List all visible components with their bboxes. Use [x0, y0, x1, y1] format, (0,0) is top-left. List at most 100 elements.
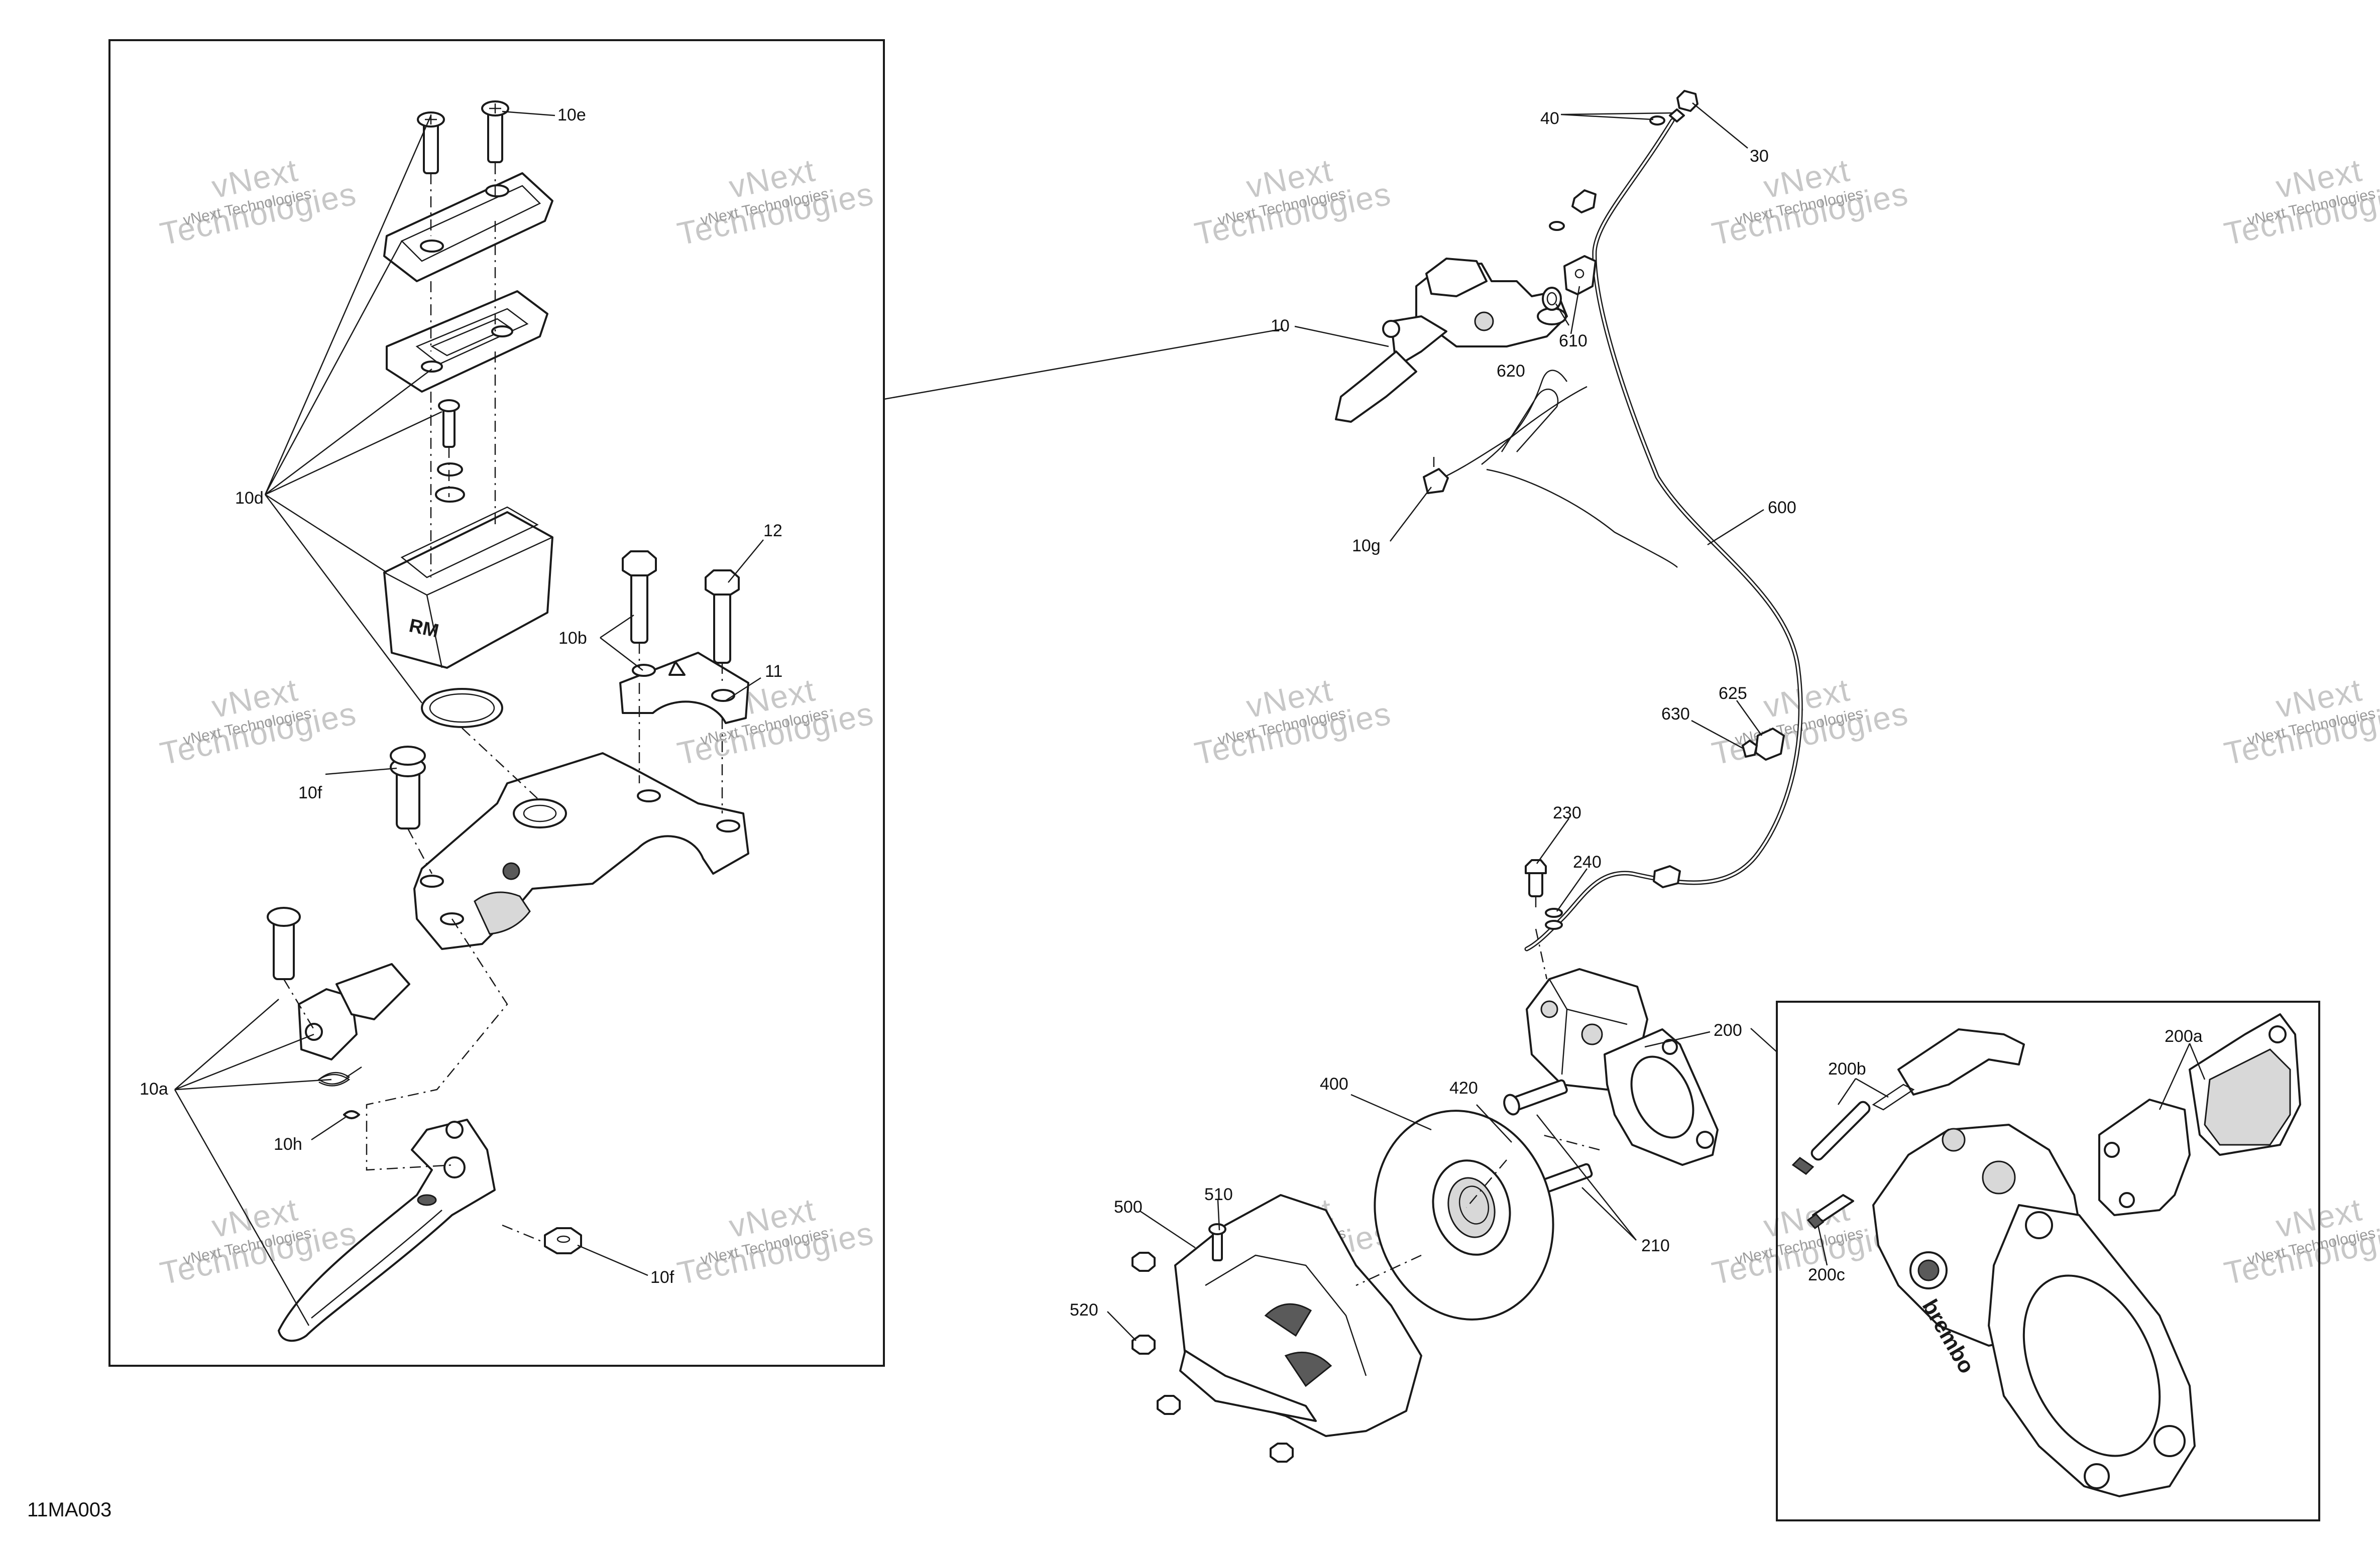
callout-11: 11 — [765, 662, 782, 681]
callout-12: 12 — [763, 521, 782, 540]
watermark: vNext Technologies vNext Technologies — [157, 152, 360, 252]
callout-10f-lower: 10f — [650, 1268, 674, 1287]
callout-200b: 200b — [1828, 1059, 1866, 1079]
callout-600: 600 — [1768, 498, 1796, 517]
bleed-screw — [1806, 1194, 1854, 1230]
brake-pad — [2098, 1099, 2191, 1216]
reservoir-diaphragm — [386, 290, 548, 393]
callout-30: 30 — [1750, 147, 1769, 166]
drawing-code: 11MA003 — [27, 1499, 112, 1521]
master-cylinder-detail-frame — [108, 39, 885, 1367]
callout-230: 230 — [1553, 803, 1581, 822]
callout-10h: 10h — [274, 1135, 302, 1154]
assembly-lines-main — [1355, 896, 1600, 1286]
caliper-detail-link — [1750, 1028, 1777, 1052]
watermark: vNext Technologies vNext Technologies — [157, 671, 360, 772]
bracket-bolt-210 — [1503, 1079, 1568, 1116]
callout-10f-upper: 10f — [298, 783, 322, 802]
callout-400: 400 — [1320, 1075, 1348, 1094]
reservoir-screw — [438, 399, 460, 448]
screw-510 — [1208, 1223, 1226, 1261]
washer — [437, 462, 463, 477]
callout-520: 520 — [1070, 1300, 1098, 1320]
pivot-pin — [390, 746, 426, 829]
callout-40: 40 — [1540, 109, 1559, 128]
nut-520 — [1131, 1335, 1156, 1355]
watermark: vNext Technologies vNext Technologies — [2221, 671, 2380, 772]
callout-10e: 10e — [557, 105, 586, 125]
banjo-fitting — [1571, 189, 1597, 213]
sealing-washer-240 — [1545, 908, 1563, 918]
callout-620: 620 — [1497, 362, 1525, 381]
cap-screw — [481, 100, 509, 163]
callout-420: 420 — [1449, 1079, 1478, 1098]
callout-510: 510 — [1204, 1185, 1233, 1204]
leaders-main — [1107, 102, 1764, 1341]
callouts-caliper-detail: 200b 200a 200c — [1808, 1027, 2203, 1284]
brake-switch-wire — [1423, 370, 1678, 568]
brake-guard-500 — [1174, 1194, 1422, 1437]
watermark: vNext Technologies vNext Technologies — [674, 1191, 877, 1291]
caliper-bracket — [1604, 1028, 1719, 1166]
banjo-bolt-230 — [1525, 859, 1547, 897]
watermark: vNext Technologies vNext Technologies — [1709, 671, 1911, 772]
watermark: vNext Technologies vNext Technologies — [2221, 1191, 2380, 1291]
detail-link-line — [883, 328, 1284, 400]
callout-200a: 200a — [2165, 1027, 2203, 1046]
master-cylinder-body — [413, 752, 749, 950]
clamp-bolt — [705, 569, 740, 664]
nut-520 — [1131, 1252, 1156, 1272]
reservoir-body: RM — [383, 506, 553, 669]
watermark: vNext Technologies vNext Technologies — [1709, 152, 1911, 252]
sealing-washer-240 — [1545, 920, 1563, 930]
reservoir-o-ring-inner — [429, 693, 495, 723]
callout-610: 610 — [1559, 331, 1588, 350]
nut-520 — [1157, 1395, 1181, 1415]
callout-10g: 10g — [1352, 536, 1381, 555]
callout-240: 240 — [1573, 853, 1602, 872]
screw-630 — [1742, 740, 1758, 758]
caliper-bracket-detail — [1988, 1204, 2196, 1497]
assembly-lines-detail — [283, 163, 723, 1244]
return-spring — [317, 1066, 362, 1087]
leaders-caliper-detail — [1817, 1043, 2206, 1266]
callout-200c: 200c — [1808, 1265, 1845, 1284]
brake-lever — [278, 1119, 496, 1342]
nut-520 — [1270, 1443, 1294, 1463]
watermark: vNext Technologies vNext Technologies — [1191, 671, 1394, 772]
callout-10b: 10b — [558, 629, 587, 648]
callouts-detail: 10e 10d 12 10b 11 10f 10a 10h 10f — [140, 105, 782, 1287]
sealing-washer-40 — [1549, 221, 1565, 231]
callout-10: 10 — [1271, 316, 1290, 335]
washer — [435, 487, 465, 503]
caliper-pin — [1791, 1101, 1871, 1175]
reservoir-cover — [383, 172, 553, 282]
retaining-clip — [343, 1110, 360, 1119]
clamp-bolt — [622, 550, 657, 644]
callout-630: 630 — [1661, 704, 1690, 724]
callouts-main: 40 30 10 610 620 10g 600 625 630 230 240… — [1070, 109, 1796, 1320]
switch-screw — [267, 907, 301, 980]
callout-10a: 10a — [140, 1080, 168, 1099]
callout-10d: 10d — [235, 489, 264, 508]
brake-hose — [1524, 118, 1803, 952]
sealing-washer-40 — [1649, 115, 1665, 126]
watermark: vNext Technologies vNext Technologies — [1191, 152, 1394, 252]
watermark: vNext Technologies vNext Technologies — [674, 152, 877, 252]
leaders-detail — [174, 110, 764, 1326]
brake-switch — [298, 963, 410, 1060]
hose-clip-610 — [1563, 255, 1597, 295]
brake-disc-400 — [1374, 1110, 1554, 1321]
cap-screw — [417, 111, 445, 174]
callout-625: 625 — [1719, 684, 1747, 703]
pivot-nut — [544, 1227, 582, 1254]
callout-210: 210 — [1641, 1236, 1670, 1255]
caliper-detail-frame — [1776, 1001, 2320, 1521]
callout-500: 500 — [1114, 1198, 1143, 1217]
brake-pad — [2189, 1013, 2301, 1156]
watermark: vNext Technologies vNext Technologies — [2221, 152, 2380, 252]
pad-spring-clip — [1872, 1028, 2025, 1111]
master-cylinder-assembly — [1335, 258, 1568, 423]
reservoir-o-ring — [421, 688, 503, 728]
